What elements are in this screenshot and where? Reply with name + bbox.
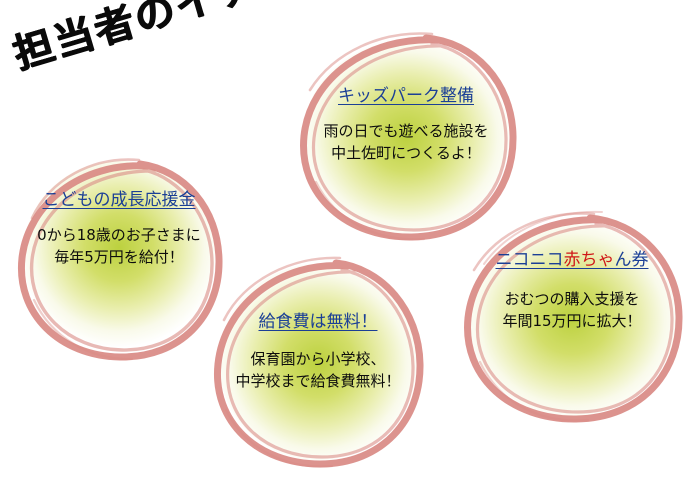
bubble-nikoniko-akachan-ken[interactable]: ニコニコ赤ちゃん券 おむつの購入支援を 年間15万円に拡大！: [452, 208, 692, 430]
bubble-body: 0から18歳のお子さまに 毎年5万円を給付！: [37, 225, 201, 269]
bubble-title-highlight: 赤ちゃ: [563, 250, 615, 270]
bubble-body-line2: 年間15万円に拡大！: [502, 312, 642, 330]
bubble-body-line1: 0から18歳のお子さまに: [37, 226, 201, 245]
bubble-content: こどもの成長応援金 0から18歳のお子さまに 毎年5万円を給付！: [8, 150, 230, 368]
bubble-kids-park-seibi[interactable]: キッズパーク整備 雨の日でも遊べる施設を 中土佐町につくるよ！: [286, 26, 526, 248]
bubble-kyushokuhi-wa-muryo[interactable]: 給食費は無料！ 保育園から小学校、 中学校まで給食費無料！: [202, 250, 434, 474]
bubble-body-line2: 中土佐町につくるよ！: [331, 144, 481, 162]
bubble-body-line2: 中学校まで給食費無料！: [235, 372, 401, 390]
bubble-title[interactable]: キッズパーク整備: [338, 86, 474, 106]
bubble-body: 雨の日でも遊べる施設を 中土佐町につくるよ！: [323, 121, 488, 165]
bubble-title[interactable]: こどもの成長応援金: [42, 190, 196, 210]
bubble-title-post: ん券: [614, 250, 649, 270]
bubble-content: ニコニコ赤ちゃん券 おむつの購入支援を 年間15万円に拡大！: [452, 208, 692, 430]
bubble-title[interactable]: ニコニコ赤ちゃん券: [496, 250, 649, 271]
bubble-body: 保育園から小学校、 中学校まで給食費無料！: [235, 349, 400, 393]
bubble-title-pre: ニコニコ: [495, 250, 564, 270]
bubble-body-line1: おむつの購入支援を: [504, 290, 640, 309]
bubble-body-line1: 雨の日でも遊べる施設を: [323, 122, 489, 141]
bubble-kodomo-seicho-oenkin[interactable]: こどもの成長応援金 0から18歳のお子さまに 毎年5万円を給付！: [8, 150, 230, 368]
bubble-body-line1: 保育園から小学校、: [250, 350, 386, 369]
brush-circle-ring: [8, 150, 230, 368]
bubble-content: 給食費は無料！ 保育園から小学校、 中学校まで給食費無料！: [202, 250, 434, 474]
brush-circle-ring: [202, 250, 434, 474]
brush-circle-ring: [286, 26, 526, 248]
brush-circle-ring: [452, 208, 692, 430]
bubble-body-line2: 毎年5万円を給付！: [54, 248, 184, 266]
bubble-content: キッズパーク整備 雨の日でも遊べる施設を 中土佐町につくるよ！: [286, 26, 526, 248]
bubble-body: おむつの購入支援を 年間15万円に拡大！: [502, 289, 641, 333]
bubble-title[interactable]: 給食費は無料！: [258, 312, 378, 332]
